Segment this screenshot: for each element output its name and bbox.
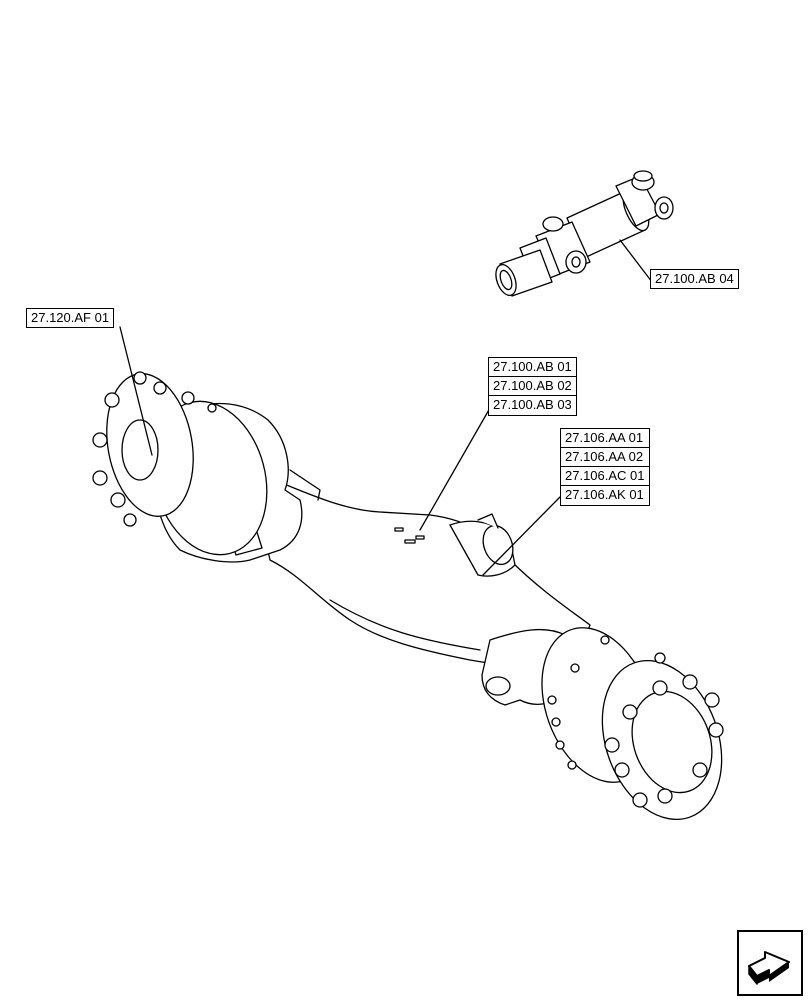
callout-27-106-aa-02[interactable]: 27.106.AA 02 xyxy=(561,448,649,467)
right-wheel-hub-drawing xyxy=(522,612,743,836)
callout-group-axle: 27.100.AB 01 27.100.AB 02 27.100.AB 03 xyxy=(488,357,577,416)
callout-27-100-ab-01[interactable]: 27.100.AB 01 xyxy=(489,358,576,377)
next-page-arrow-icon xyxy=(739,932,801,994)
callout-group-differential: 27.106.AA 01 27.106.AA 02 27.106.AC 01 2… xyxy=(560,428,650,506)
callout-27-100-ab-03[interactable]: 27.100.AB 03 xyxy=(489,396,576,415)
driveshaft-drawing xyxy=(492,171,673,298)
next-page-button[interactable] xyxy=(737,930,803,996)
leader-lines xyxy=(120,240,652,575)
callout-27-100-ab-02[interactable]: 27.100.AB 02 xyxy=(489,377,576,396)
callout-27-106-aa-01[interactable]: 27.106.AA 01 xyxy=(561,429,649,448)
callout-27-100-ab-04[interactable]: 27.100.AB 04 xyxy=(650,269,739,289)
callout-27-106-ak-01[interactable]: 27.106.AK 01 xyxy=(561,486,649,505)
callout-27-106-ac-01[interactable]: 27.106.AC 01 xyxy=(561,467,649,486)
callout-27-120-af-01[interactable]: 27.120.AF 01 xyxy=(26,308,115,328)
